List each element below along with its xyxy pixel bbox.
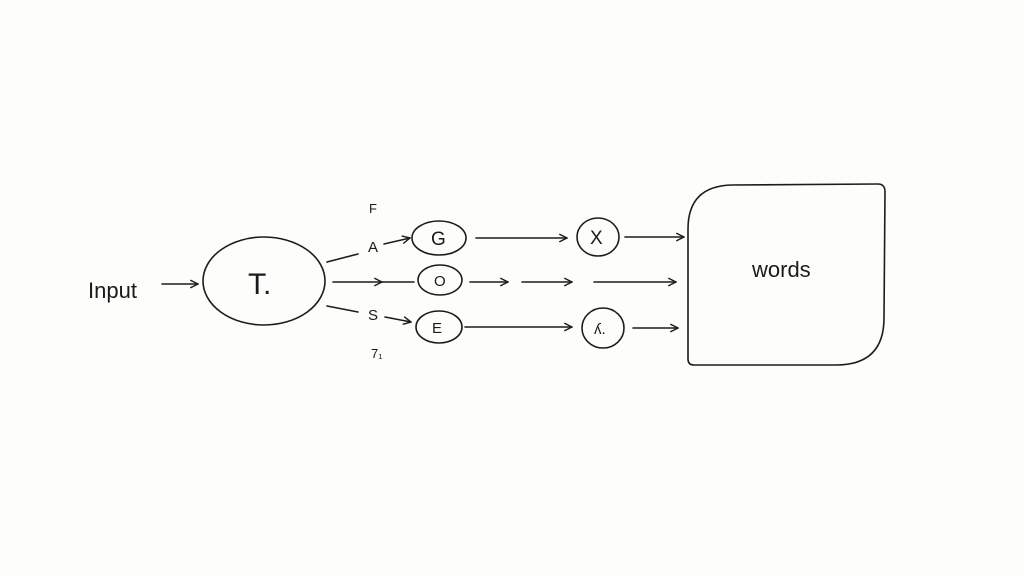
branch-top-annotation: F xyxy=(369,201,377,216)
node-k-label: ʎ. xyxy=(594,321,606,338)
words-output-box xyxy=(687,183,886,366)
node-e-label: E xyxy=(432,320,442,337)
branch-lower-label: S xyxy=(368,307,378,324)
branch-lower-line xyxy=(326,305,359,313)
node-o xyxy=(417,264,463,296)
input-label: Input xyxy=(88,278,137,303)
node-g xyxy=(411,220,467,256)
branch-lower-arrow xyxy=(384,316,412,325)
node-k xyxy=(581,307,625,349)
transformer-node xyxy=(202,236,326,326)
branch-upper-line xyxy=(326,253,359,263)
node-o-label: O xyxy=(434,273,446,290)
node-x-label: X xyxy=(590,228,603,249)
words-label: words xyxy=(751,257,811,282)
node-g-label: G xyxy=(431,229,446,250)
node-e xyxy=(415,310,463,344)
transformer-label: T. xyxy=(248,268,271,301)
node-x xyxy=(576,217,620,257)
branch-upper-arrow xyxy=(383,235,411,245)
branch-bottom-annotation: 7₁ xyxy=(371,346,383,361)
branch-upper-label: A xyxy=(368,239,378,256)
